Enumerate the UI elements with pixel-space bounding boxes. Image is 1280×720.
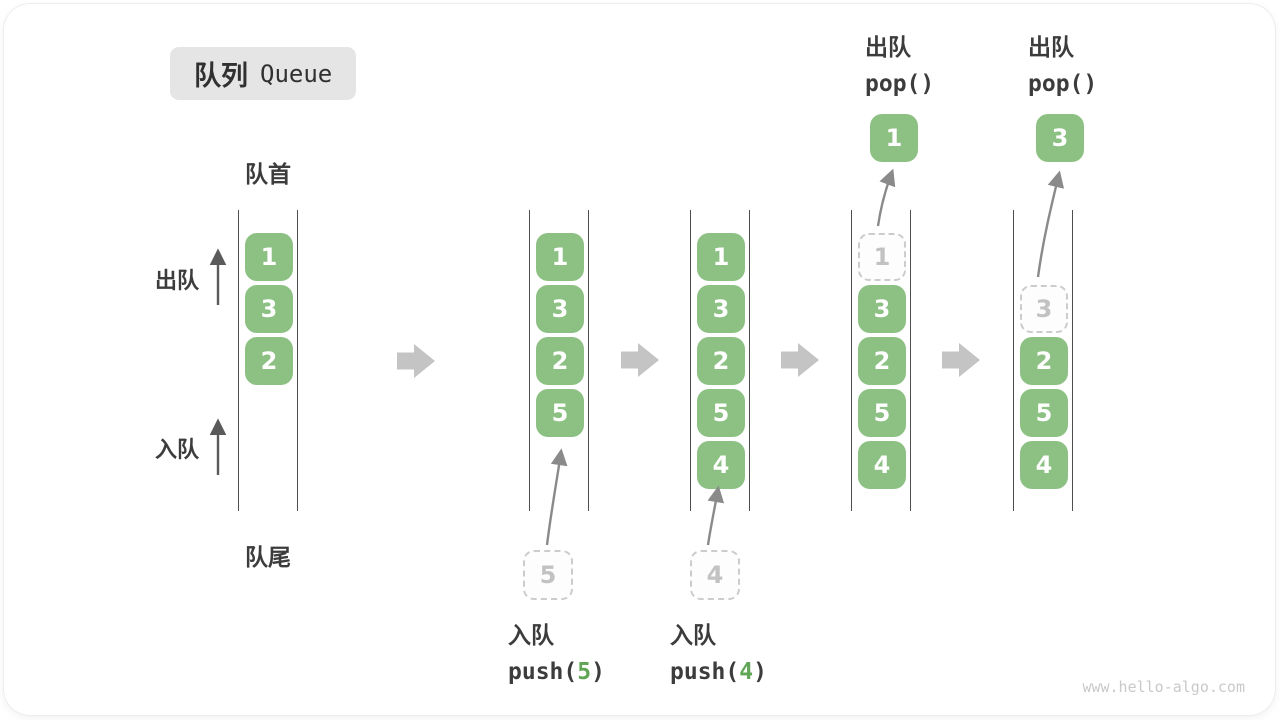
queue-item: 5	[1020, 389, 1068, 437]
push-arg: 4	[739, 659, 754, 685]
queue-item: 3	[536, 285, 584, 333]
queue-item: 1	[697, 233, 745, 281]
queue-item: 2	[1020, 337, 1068, 385]
dequeue-side-label: 出队	[154, 268, 199, 293]
queue-state-4: 1 3 2 5 4	[851, 210, 911, 511]
popped-item-1: 1	[870, 114, 918, 162]
queue-item: 2	[536, 337, 584, 385]
queue-item: 5	[697, 389, 745, 437]
queue-item: 4	[858, 441, 906, 489]
queue-item: 1	[536, 233, 584, 281]
push-arg: 5	[577, 659, 592, 685]
queue-item: 5	[858, 389, 906, 437]
dequeue-action-code: pop()	[865, 71, 935, 97]
enqueue-action-code: push(4)	[670, 659, 767, 685]
staged-item-4: 4	[690, 550, 740, 600]
title-box: 队列 Queue	[170, 47, 357, 100]
queue-item: 5	[536, 389, 584, 437]
queue-front-label: 队首	[245, 161, 291, 187]
enqueue-action-zh: 入队	[508, 622, 554, 648]
queue-item: 2	[245, 337, 293, 385]
queue-item: 3	[858, 285, 906, 333]
staged-item-5: 5	[523, 550, 573, 600]
enqueue-side-label: 入队	[154, 437, 199, 462]
enqueue-action-code: push(5)	[508, 659, 605, 685]
queue-state-3: 1 3 2 5 4	[690, 210, 750, 511]
queue-item: 2	[858, 337, 906, 385]
enqueue-action-push5: 入队 push(5)	[508, 616, 605, 685]
queue-state-5: 3 2 5 4	[1013, 210, 1073, 511]
queue-state-2: 1 3 2 5	[529, 210, 589, 511]
queue-state-1: 1 3 2	[238, 210, 298, 511]
watermark: www.hello-algo.com	[1082, 678, 1245, 696]
dequeue-action-pop3: 出队 pop()	[1028, 28, 1097, 97]
dequeue-action-code: pop()	[1028, 71, 1098, 97]
queue-item: 4	[1020, 441, 1068, 489]
enqueue-action-zh: 入队	[670, 622, 716, 648]
title-en: Queue	[260, 59, 333, 88]
queue-item: 3	[245, 285, 293, 333]
queue-item: 3	[697, 285, 745, 333]
dequeue-action-pop1: 出队 pop()	[865, 28, 934, 97]
popped-item-3: 3	[1036, 114, 1084, 162]
enqueue-action-push4: 入队 push(4)	[670, 616, 767, 685]
dequeue-action-zh: 出队	[865, 34, 911, 60]
dequeued-slot: 1	[858, 233, 906, 281]
queue-item: 2	[697, 337, 745, 385]
queue-item: 1	[245, 233, 293, 281]
dequeued-slot: 3	[1020, 285, 1068, 333]
queue-rear-label: 队尾	[245, 544, 291, 570]
diagram-card	[4, 4, 1275, 715]
title-zh: 队列	[194, 61, 248, 91]
dequeue-action-zh: 出队	[1028, 34, 1074, 60]
queue-item: 4	[697, 441, 745, 489]
